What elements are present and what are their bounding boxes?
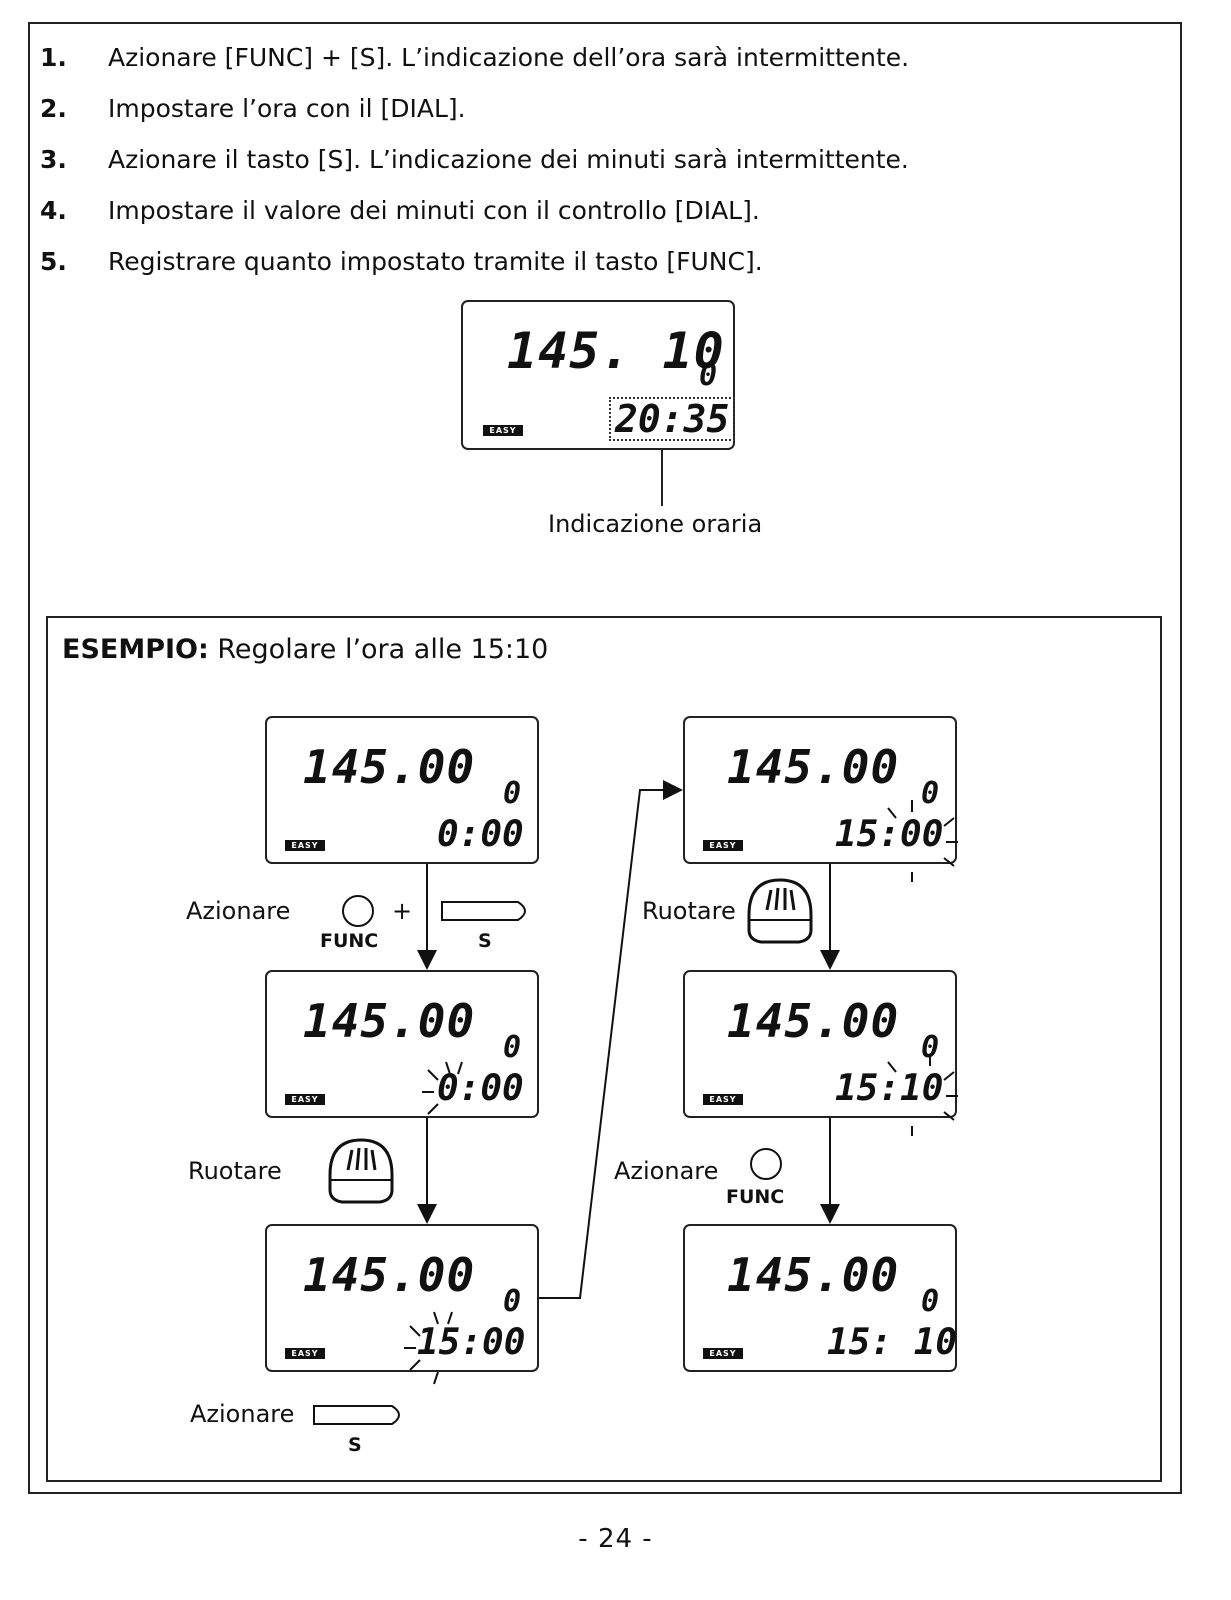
action-press-s: Azionare [190, 1400, 295, 1428]
plus-sign: + [392, 897, 413, 925]
example-title-text: Regolare l’ora alle 15:10 [208, 634, 549, 665]
lcd-clock: 15: 10 [827, 1322, 958, 1363]
easy-badge: EASY [703, 1348, 743, 1359]
action-rotate-hours: Ruotare [188, 1157, 282, 1185]
blink-rays-hours [422, 1061, 463, 1115]
dial-knob-icon [328, 1138, 394, 1204]
lcd-memory-digit: 0 [503, 776, 522, 811]
lcd-memory-digit: 0 [921, 1030, 940, 1065]
s-key-label: S [478, 930, 492, 952]
blink-rays-minutes [887, 800, 958, 882]
s-key-icon [313, 1405, 400, 1425]
page-number: - 24 - [578, 1524, 653, 1554]
example-title: ESEMPIO: Regolare l’ora alle 15:10 [62, 634, 548, 665]
lcd-step-3: 145.00 0 EASY 15:00 [265, 1224, 539, 1372]
func-key-icon [342, 895, 374, 927]
step-text: Impostare il valore dei minuti con il co… [108, 196, 760, 225]
action-press-func: Azionare [614, 1157, 719, 1185]
step-number: 3. [40, 145, 67, 174]
lcd-step-5: 145.00 0 EASY 15:10 [683, 970, 957, 1118]
lcd-step-6: 145.00 0 EASY 15: 10 [683, 1224, 957, 1372]
lcd-clock: 15:00 [835, 814, 944, 855]
func-key-label: FUNC [726, 1186, 785, 1208]
lcd-clock: 15:10 [835, 1068, 944, 1109]
page-frame [28, 22, 1182, 1494]
lcd-frequency: 145. 10 [507, 322, 725, 380]
example-frame [46, 616, 1162, 1482]
step-text: Impostare l’ora con il [DIAL]. [108, 94, 466, 123]
func-key-icon [750, 1148, 782, 1180]
easy-badge: EASY [703, 840, 743, 851]
lcd-clock: 20:35 [609, 397, 736, 441]
blink-rays-hours [404, 1311, 453, 1385]
easy-badge: EASY [285, 840, 325, 851]
action-rotate-minutes: Ruotare [642, 897, 736, 925]
lcd-frequency: 145.00 [303, 1248, 476, 1302]
step-number: 1. [40, 43, 67, 72]
s-key-label: S [348, 1434, 362, 1456]
lcd-frequency: 145.00 [727, 740, 900, 794]
func-key-label: FUNC [320, 930, 379, 952]
lcd-frequency: 145.00 [303, 740, 476, 794]
clock-indicator-caption: Indicazione oraria [548, 510, 763, 538]
lcd-step-1: 145.00 0 EASY 0:00 [265, 716, 539, 864]
lcd-memory-digit: 0 [921, 776, 940, 811]
lcd-frequency: 145.00 [727, 1248, 900, 1302]
lcd-step-2: 145.00 0 EASY 0:00 [265, 970, 539, 1118]
lcd-memory-digit: 0 [503, 1284, 522, 1319]
dial-knob-icon [747, 878, 813, 944]
easy-badge: EASY [285, 1348, 325, 1359]
step-text: Registrare quanto impostato tramite il t… [108, 247, 763, 276]
lcd-clock: 0:00 [437, 1068, 524, 1109]
step-number: 4. [40, 196, 67, 225]
example-title-bold: ESEMPIO: [62, 634, 209, 665]
easy-badge: EASY [285, 1094, 325, 1105]
lcd-frequency: 145.00 [727, 994, 900, 1048]
step-text: Azionare il tasto [S]. L’indicazione dei… [108, 145, 909, 174]
easy-badge: EASY [703, 1094, 743, 1105]
lcd-memory-digit: 0 [503, 1030, 522, 1065]
lcd-memory-digit: 0 [699, 358, 718, 393]
lcd-clock: 15:00 [417, 1322, 526, 1363]
blink-rays-minutes [887, 1054, 958, 1136]
action-press-func-s: Azionare [186, 897, 291, 925]
flow-arrow [539, 780, 683, 1299]
lcd-clock: 0:00 [437, 814, 524, 855]
lcd-display-overview: 145. 10 0 EASY 20:35 [461, 300, 736, 450]
s-key-icon [441, 901, 526, 921]
easy-badge: EASY [483, 425, 523, 436]
lcd-memory-digit: 0 [921, 1284, 940, 1319]
step-text: Azionare [FUNC] + [S]. L’indicazione del… [108, 43, 910, 72]
step-number: 2. [40, 94, 67, 123]
lcd-step-4: 145.00 0 EASY 15:00 [683, 716, 957, 864]
step-number: 5. [40, 247, 67, 276]
lcd-frequency: 145.00 [303, 994, 476, 1048]
